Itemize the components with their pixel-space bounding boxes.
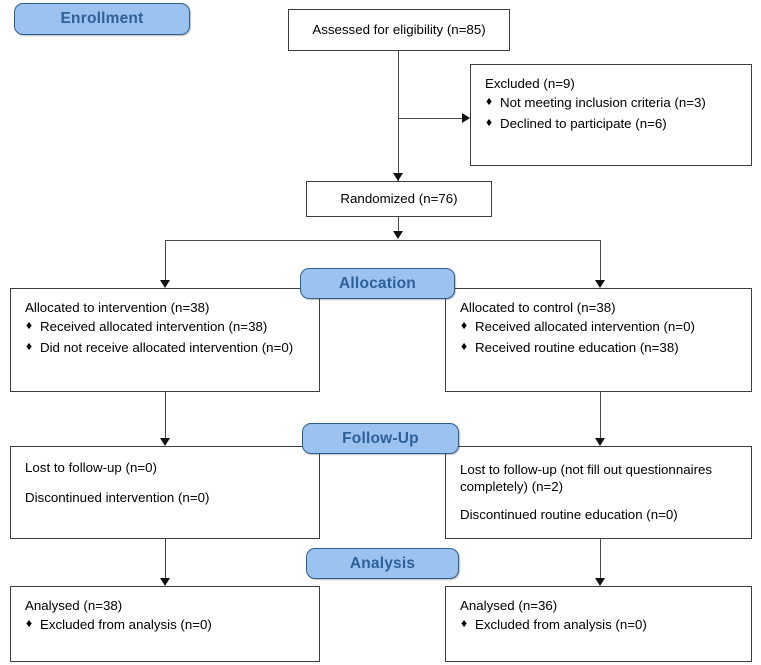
node-allocation-left-list: ♦ Received allocated intervention (n=38)… xyxy=(25,318,309,355)
connector-randomized-stem xyxy=(398,217,399,234)
node-followup-right-line1: Lost to follow-up (not fill out question… xyxy=(460,462,713,495)
node-allocation-right-list: ♦ Received allocated intervention (n=0) … xyxy=(460,318,741,355)
connector-randomized-to-allocation-left xyxy=(165,240,166,282)
node-analysis-left: Analysed (n=38) ♦ Excluded from analysis… xyxy=(10,586,320,662)
arrowhead-assessed-to-randomized xyxy=(393,173,403,181)
stage-badge-followup: Follow-Up xyxy=(302,423,459,454)
node-allocation-right-heading: Allocated to control (n=38) xyxy=(460,300,616,315)
list-item-label: Received allocated intervention (n=38) xyxy=(40,319,268,335)
node-followup-right-line2: Discontinued routine education (n=0) xyxy=(460,507,678,523)
bullet-diamond-icon: ♦ xyxy=(486,94,493,109)
stage-badge-followup-label: Follow-Up xyxy=(342,429,419,447)
stage-badge-allocation-label: Allocation xyxy=(339,274,416,292)
list-item: ♦ Excluded from analysis (n=0) xyxy=(460,616,741,633)
node-allocation-left-heading: Allocated to intervention (n=38) xyxy=(25,300,210,315)
list-item-label: Declined to participate (n=6) xyxy=(500,115,667,131)
node-followup-left-line1: Lost to follow-up (n=0) xyxy=(25,460,157,475)
list-item: ♦ Excluded from analysis (n=0) xyxy=(25,616,309,633)
connector-followup-right-to-analysis-right xyxy=(600,539,601,580)
stage-badge-allocation: Allocation xyxy=(300,268,455,299)
list-item: ♦ Declined to participate (n=6) xyxy=(485,114,741,131)
node-followup-left: Lost to follow-up (n=0) Discontinued int… xyxy=(10,446,320,539)
node-analysis-right: Analysed (n=36) ♦ Excluded from analysis… xyxy=(445,586,752,662)
node-excluded-list: ♦ Not meeting inclusion criteria (n=3) ♦… xyxy=(485,94,741,131)
list-item: ♦ Received allocated intervention (n=0) xyxy=(460,318,741,335)
node-randomized: Randomized (n=76) xyxy=(306,181,492,217)
stage-badge-enrollment: Enrollment xyxy=(14,3,190,35)
list-item-label: Did not receive allocated intervention (… xyxy=(40,339,294,355)
arrowhead-assessed-to-excluded xyxy=(462,113,470,123)
node-allocation-right: Allocated to control (n=38) ♦ Received a… xyxy=(445,288,752,392)
node-excluded: Excluded (n=9) ♦ Not meeting inclusion c… xyxy=(470,64,752,166)
connector-randomized-split-bar xyxy=(165,240,601,241)
node-excluded-heading: Excluded (n=9) xyxy=(485,76,575,91)
arrowhead-allocation-left xyxy=(160,280,170,288)
connector-allocation-left-to-followup-left xyxy=(165,392,166,440)
node-allocation-left: Allocated to intervention (n=38) ♦ Recei… xyxy=(10,288,320,392)
arrowhead-analysis-right xyxy=(595,578,605,586)
connector-allocation-right-to-followup-right xyxy=(600,392,601,440)
arrowhead-analysis-left xyxy=(160,578,170,586)
node-analysis-left-list: ♦ Excluded from analysis (n=0) xyxy=(25,616,309,633)
node-analysis-right-list: ♦ Excluded from analysis (n=0) xyxy=(460,616,741,633)
connector-assessed-to-randomized xyxy=(398,51,399,181)
list-item-label: Received routine education (n=38) xyxy=(475,339,679,355)
list-item-label: Received allocated intervention (n=0) xyxy=(475,319,695,335)
bullet-diamond-icon: ♦ xyxy=(486,114,493,129)
list-item-label: Excluded from analysis (n=0) xyxy=(475,617,647,633)
connector-randomized-to-allocation-right xyxy=(600,240,601,282)
stage-badge-enrollment-label: Enrollment xyxy=(60,10,144,27)
arrowhead-randomized-stem xyxy=(393,231,403,239)
list-item-label: Not meeting inclusion criteria (n=3) xyxy=(500,95,706,111)
bullet-diamond-icon: ♦ xyxy=(26,318,33,333)
arrowhead-followup-right xyxy=(595,438,605,446)
node-followup-right: Lost to follow-up (not fill out question… xyxy=(445,446,752,539)
connector-assessed-to-excluded xyxy=(398,118,464,119)
list-item: ♦ Did not receive allocated intervention… xyxy=(25,338,309,355)
stage-badge-analysis: Analysis xyxy=(306,548,459,579)
arrowhead-allocation-right xyxy=(595,280,605,288)
node-analysis-right-heading: Analysed (n=36) xyxy=(460,598,558,613)
list-item: ♦ Received routine education (n=38) xyxy=(460,338,741,355)
stage-badge-analysis-label: Analysis xyxy=(349,554,416,572)
node-assessed-for-eligibility: Assessed for eligibility (n=85) xyxy=(288,9,510,51)
node-analysis-left-heading: Analysed (n=38) xyxy=(25,598,123,613)
list-item-label: Excluded from analysis (n=0) xyxy=(40,617,212,633)
bullet-diamond-icon: ♦ xyxy=(461,338,468,353)
bullet-diamond-icon: ♦ xyxy=(26,616,33,631)
bullet-diamond-icon: ♦ xyxy=(461,616,468,631)
bullet-diamond-icon: ♦ xyxy=(461,318,468,333)
connector-followup-left-to-analysis-left xyxy=(165,539,166,580)
node-assessed-for-eligibility-text: Assessed for eligibility (n=85) xyxy=(312,22,486,38)
arrowhead-followup-left xyxy=(160,438,170,446)
node-randomized-text: Randomized (n=76) xyxy=(340,191,458,207)
list-item: ♦ Not meeting inclusion criteria (n=3) xyxy=(485,94,741,111)
bullet-diamond-icon: ♦ xyxy=(26,338,33,353)
list-item: ♦ Received allocated intervention (n=38) xyxy=(25,318,309,335)
node-followup-left-line2: Discontinued intervention (n=0) xyxy=(25,490,210,506)
